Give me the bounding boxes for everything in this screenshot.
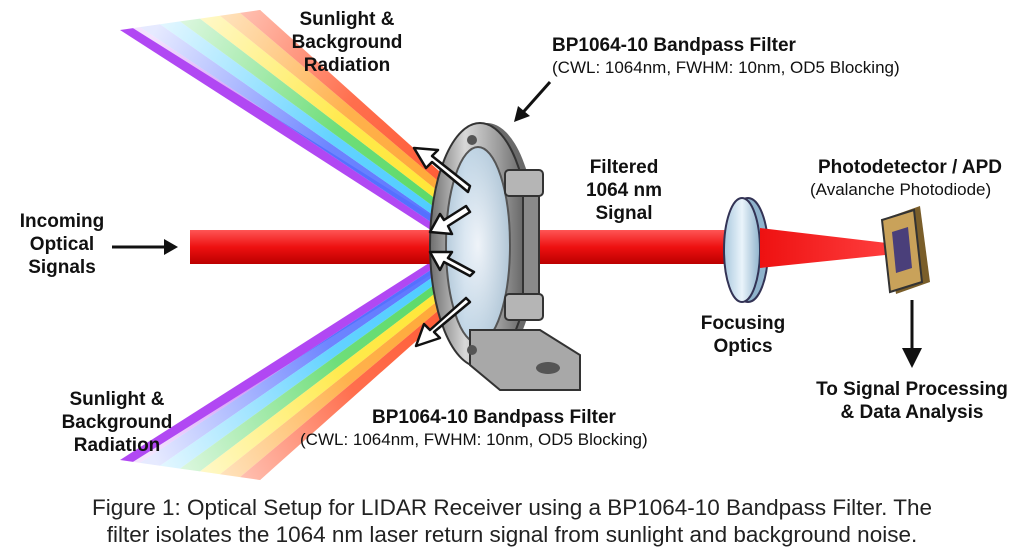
arrows [112,81,922,368]
rays-fade-bottom [120,250,500,480]
label-filter-bottom-title: BP1064-10 Bandpass Filter [372,406,616,429]
label-photodetector-title: Photodetector / APD [800,156,1020,179]
label-focusing-optics: Focusing Optics [688,312,798,358]
converging-beam [760,228,895,268]
label-incoming: Incoming Optical Signals [4,210,120,279]
label-sunlight-bottom-line2: Background [61,412,173,433]
reflection-arrows [412,146,476,348]
label-focusing-line2: Optics [713,336,773,357]
label-filter-top-spec: (CWL: 1064nm, FWHM: 10nm, OD5 Blocking) [552,58,900,77]
label-incoming-line2: Optical [29,234,95,255]
label-filtered-line1: Filtered [589,157,659,178]
figure-caption: Figure 1: Optical Setup for LIDAR Receiv… [10,494,1014,548]
label-filtered-signal: Filtered 1064 nm Signal [566,156,682,225]
reflect-arrow-2 [428,204,472,236]
reflect-arrow-4 [414,296,472,348]
reflect-arrow-1 [412,146,472,194]
label-sunlight-bottom-line3: Radiation [73,435,161,456]
label-filtered-line2: 1064 nm [585,180,663,201]
photodetector-title-text: Photodetector / APD [817,157,1003,178]
label-photodetector-sub: (Avalanche Photodiode) [810,180,992,199]
label-sunlight-top-line2: Background [291,32,403,53]
label-processing-line2: & Data Analysis [840,402,984,423]
label-incoming-line3: Signals [28,257,96,278]
lidar-diagram: Sunlight & Background Radiation Sunlight… [4,8,1024,480]
label-incoming-line1: Incoming [19,211,105,232]
photodetector-apd [880,206,930,294]
filter-top-title-text: BP1064-10 Bandpass Filter [552,35,796,56]
label-sunlight-bottom-line1: Sunlight & [69,389,165,410]
label-focusing-line1: Focusing [700,313,786,334]
label-sunlight-top: Sunlight & Background Radiation [282,8,412,77]
label-sunlight-bottom: Sunlight & Background Radiation [52,388,182,457]
diagram-canvas [112,10,930,480]
rays-fade-top [120,10,500,240]
filtered-laser-beam [540,230,745,264]
label-signal-processing: To Signal Processing & Data Analysis [798,378,1024,424]
label-filter-top-title: BP1064-10 Bandpass Filter [552,34,796,57]
label-sunlight-top-line3: Radiation [303,55,391,76]
label-filter-bottom-spec: (CWL: 1064nm, FWHM: 10nm, OD5 Blocking) [300,430,648,449]
filter-bottom-title-text: BP1064-10 Bandpass Filter [372,407,616,428]
label-processing-line1: To Signal Processing [816,379,1008,400]
focusing-lens [723,197,769,303]
caption-line-2: filter isolates the 1064 nm laser return… [106,522,918,547]
spectrum-ray-band [120,256,446,463]
label-filtered-line3: Signal [595,203,653,224]
label-sunlight-top-line1: Sunlight & [299,9,395,30]
spectrum-ray-band [120,27,446,237]
reflect-arrow-3 [428,250,476,278]
caption-line-1: Figure 1: Optical Setup for LIDAR Receiv… [91,495,933,520]
